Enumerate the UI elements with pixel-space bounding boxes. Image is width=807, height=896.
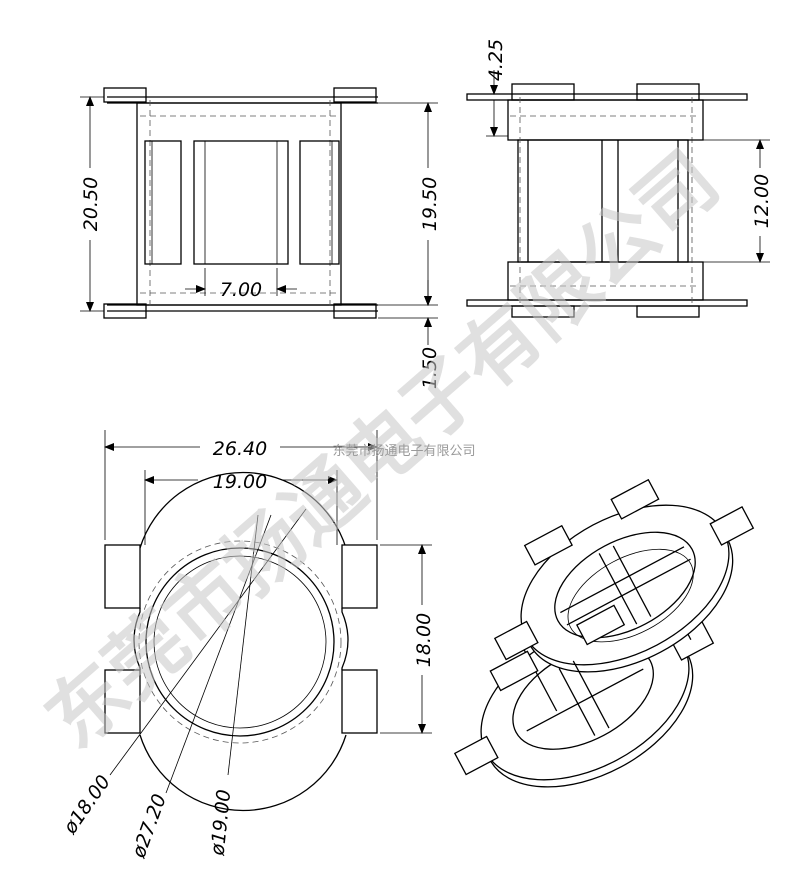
side-view: 4.25 12.00: [466, 39, 773, 318]
dim-19-00: 19.00: [213, 471, 267, 493]
dim-18-00: 18.00: [413, 613, 435, 667]
pin-top-right: [333, 87, 377, 103]
pin-bottom-right: [333, 303, 377, 319]
dim-19-50: 19.50: [419, 177, 441, 231]
dim-dia-27-20: ø27.20: [127, 791, 171, 862]
dim-dia-19-00: ø19.00: [207, 788, 236, 857]
isometric-view: [453, 478, 755, 788]
watermark-small: 东莞市扬通电子有限公司: [332, 443, 475, 459]
dim-dia-18-00: ø18.00: [59, 771, 115, 839]
dim-7-00: 7.00: [220, 279, 262, 301]
dim-4-25: 4.25: [485, 39, 507, 81]
pin-top-left: [103, 87, 147, 103]
dim-20-50: 20.50: [80, 177, 102, 231]
dim-1-50: 1.50: [419, 347, 441, 389]
dim-26-40: 26.40: [213, 438, 267, 460]
dim-12-00: 12.00: [751, 174, 773, 228]
front-view: 20.50 19.50 1.50 7.00: [80, 87, 441, 389]
